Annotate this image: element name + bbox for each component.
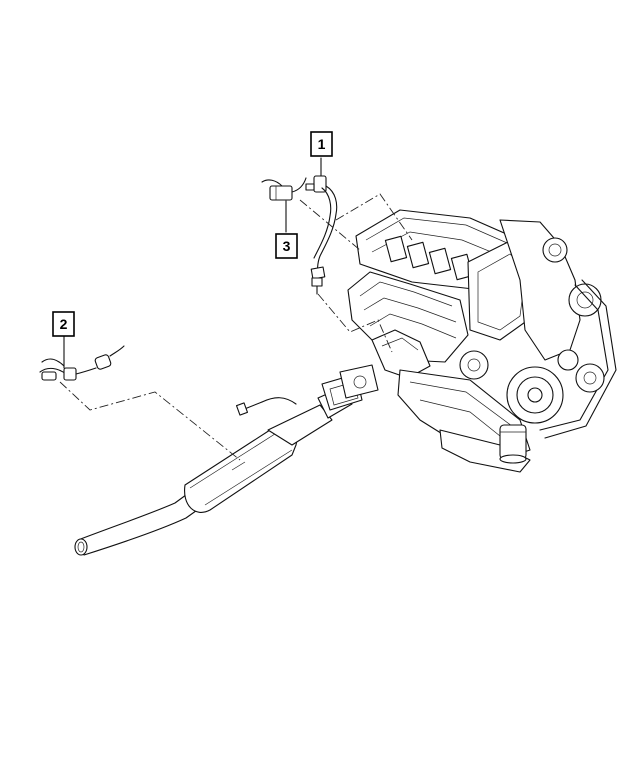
callout-2-label: 2 <box>60 316 68 332</box>
callout-3-label: 3 <box>283 238 291 254</box>
callout-1: 1 <box>310 131 333 157</box>
leader-lines <box>59 193 413 461</box>
exhaust-assembly <box>74 364 379 556</box>
sensor-2-oxygen-sensor <box>39 335 125 381</box>
engine-block <box>347 209 617 473</box>
callout-1-label: 1 <box>318 136 326 152</box>
sensor-1-oxygen-sensor <box>305 157 338 295</box>
sensor-3-connector <box>261 177 307 233</box>
callout-2: 2 <box>52 311 75 337</box>
callout-3: 3 <box>275 233 298 259</box>
